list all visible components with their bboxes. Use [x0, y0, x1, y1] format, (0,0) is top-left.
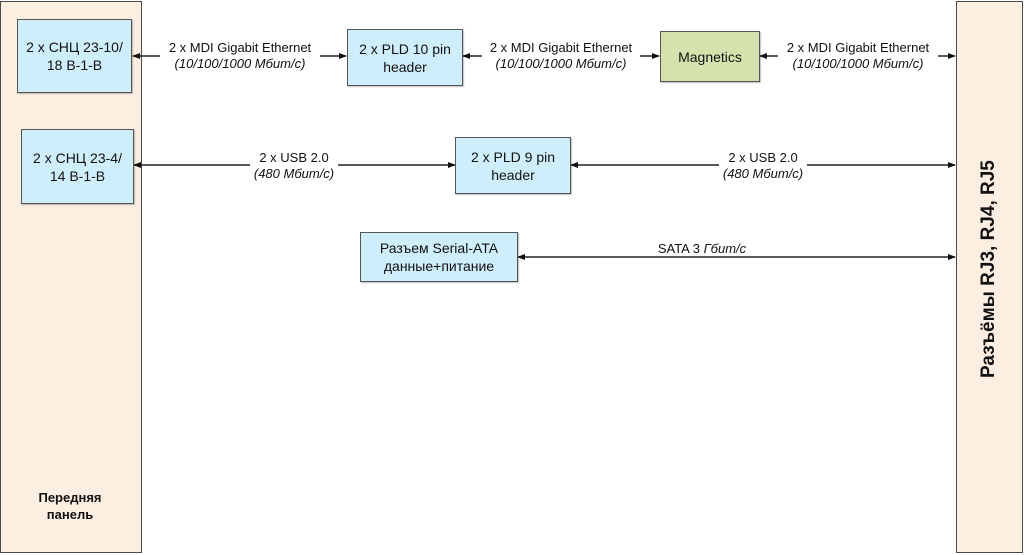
- rj-connectors-panel: [956, 1, 1023, 553]
- block-snc-23-4: 2 x СНЦ 23-4/14 В-1-В: [21, 129, 134, 204]
- front-panel-label: Передняя панель: [38, 490, 102, 522]
- block-magnetics: Magnetics: [660, 31, 760, 82]
- usb-link-2-label: 2 x USB 2.0 (480 Мбит/с): [719, 150, 807, 182]
- block-snc-23-10: 2 x СНЦ 23-10/18 В-1-В: [17, 19, 132, 93]
- eth-link-1-label: 2 x MDI Gigabit Ethernet (10/100/1000 Мб…: [160, 40, 320, 72]
- eth-link-2-label: 2 x MDI Gigabit Ethernet (10/100/1000 Мб…: [482, 40, 640, 72]
- front-panel: [0, 1, 142, 553]
- usb-link-1-label: 2 x USB 2.0 (480 Мбит/с): [250, 150, 338, 182]
- sata-link-label: SATA 3 Гбит/с: [655, 241, 749, 256]
- eth-link-3-label: 2 x MDI Gigabit Ethernet (10/100/1000 Мб…: [778, 40, 938, 72]
